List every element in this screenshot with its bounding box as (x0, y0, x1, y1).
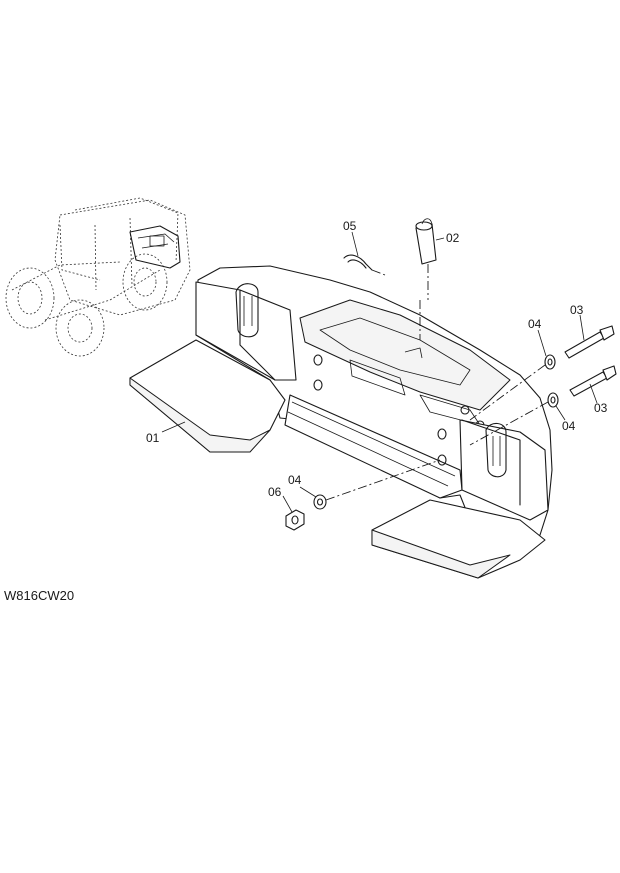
leader-lines (161, 231, 598, 513)
callout-06: 06 (268, 485, 282, 499)
callout-03-lower: 03 (594, 401, 608, 415)
drawing-code: W816CW20 (4, 588, 75, 603)
callout-05: 05 (343, 219, 357, 233)
washer-04-lower (547, 392, 559, 408)
counterweight-body (129, 265, 553, 579)
callout-02: 02 (446, 231, 460, 245)
clip-05 (343, 254, 386, 276)
front-bolt-centerline (325, 459, 441, 501)
machine-thumbnail (5, 197, 191, 357)
callout-01: 01 (146, 431, 160, 445)
bolt-centerlines (469, 364, 549, 446)
nut-06 (285, 509, 305, 531)
thumbnail-counterweight-highlight (129, 225, 181, 269)
washer-04-upper (544, 354, 556, 370)
bolt-03-upper (564, 325, 615, 359)
callout-03-upper: 03 (570, 303, 584, 317)
callout-04-lower: 04 (562, 419, 576, 433)
pin-02 (404, 218, 437, 359)
washer-04-front (313, 494, 327, 510)
bolt-03-lower (569, 365, 617, 397)
callout-04-front: 04 (288, 473, 302, 487)
callout-04-upper: 04 (528, 317, 542, 331)
